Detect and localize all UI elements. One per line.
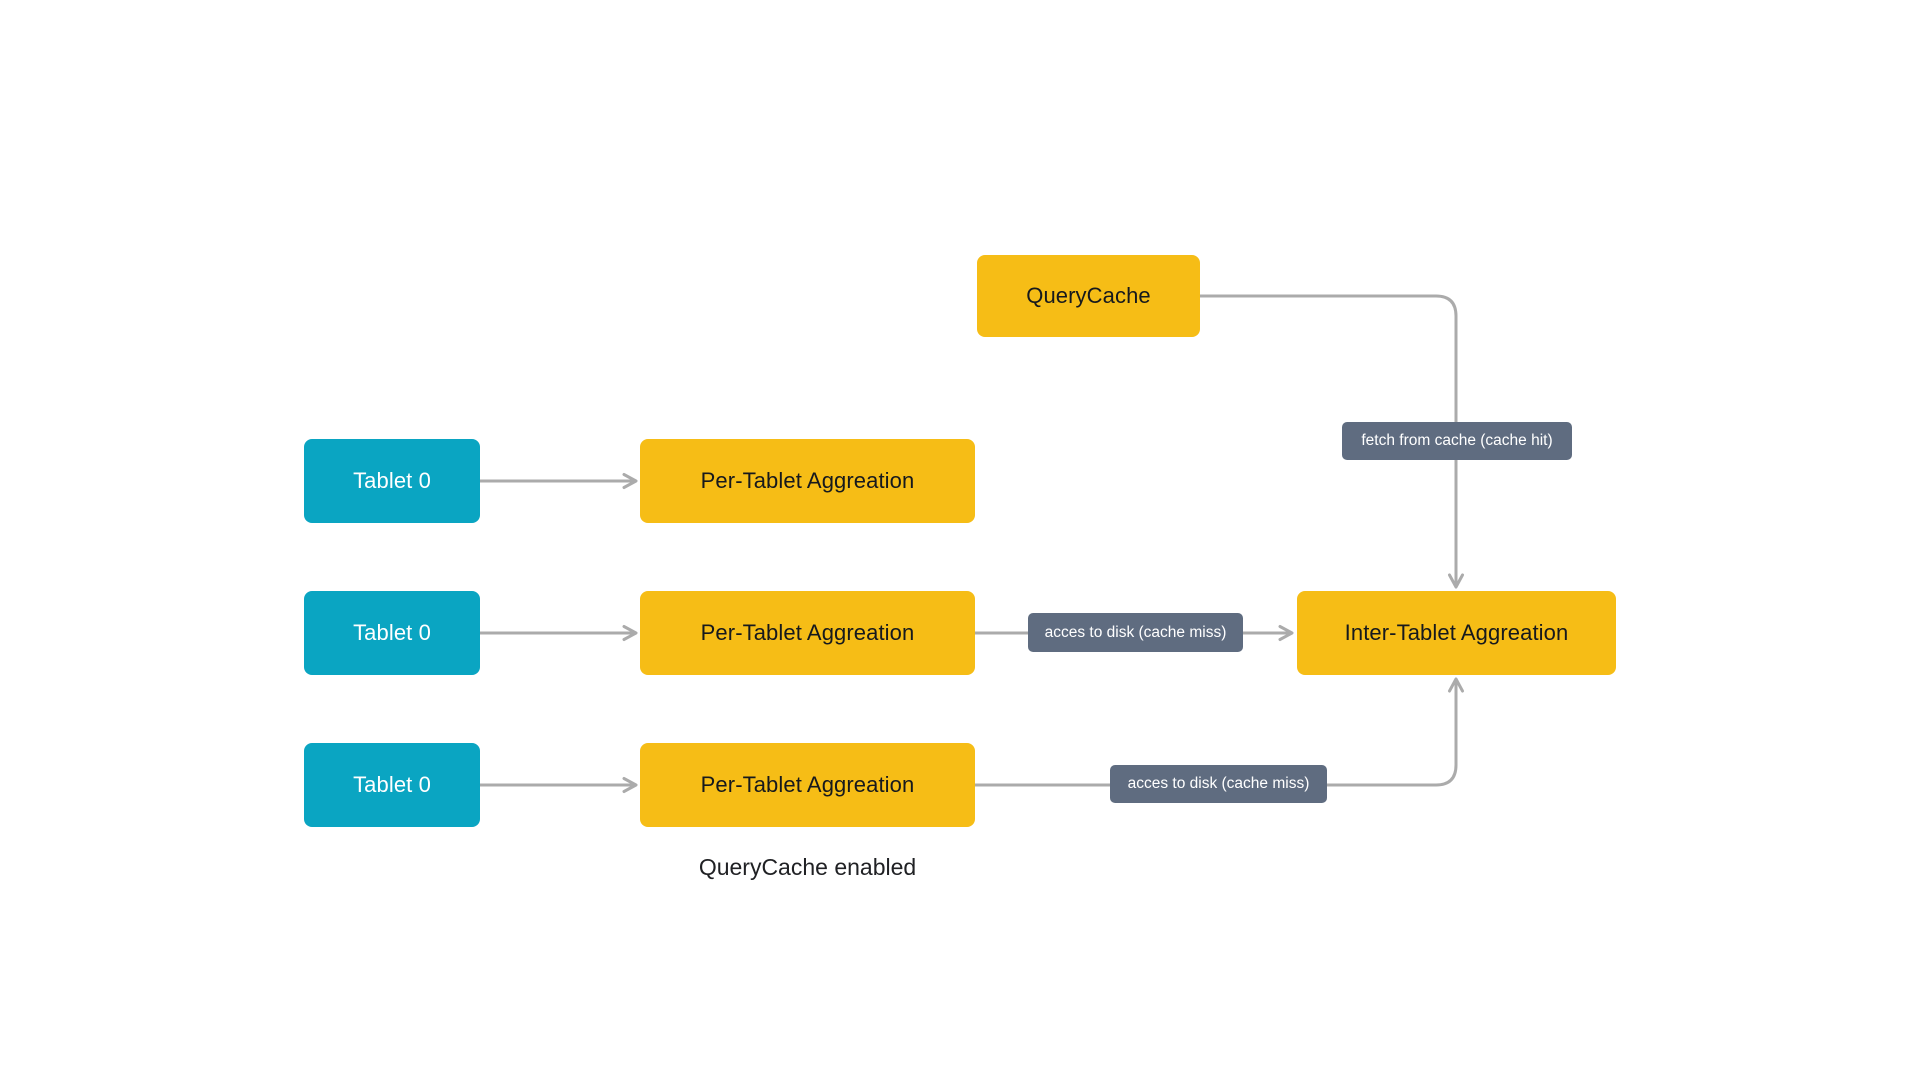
edge-label-access-to-disk-bottom: acces to disk (cache miss) <box>1110 765 1327 803</box>
edge-label-access-to-disk-mid: acces to disk (cache miss) <box>1028 613 1243 652</box>
node-label: Tablet 0 <box>353 772 431 797</box>
node-per-tablet-aggregation-row3: Per-Tablet Aggreation <box>640 743 975 827</box>
edge-pertablet3-to-intertablet <box>975 677 1464 787</box>
node-label: Per-Tablet Aggreation <box>700 620 915 645</box>
node-label: Inter-Tablet Aggreation <box>1344 620 1569 645</box>
node-inter-tablet-aggregation: Inter-Tablet Aggreation <box>1297 591 1616 675</box>
node-label: Per-Tablet Aggreation <box>700 772 915 797</box>
diagram-caption: QueryCache enabled <box>698 854 917 880</box>
node-per-tablet-aggregation-row1: Per-Tablet Aggreation <box>640 439 975 523</box>
node-tablet-0-row1: Tablet 0 <box>304 439 480 523</box>
node-tablet-0-row3: Tablet 0 <box>304 743 480 827</box>
node-label: QueryCache <box>1026 283 1151 308</box>
node-tablet-0-row2: Tablet 0 <box>304 591 480 675</box>
edge-label-fetch-from-cache: fetch from cache (cache hit) <box>1342 422 1572 460</box>
node-label: Tablet 0 <box>353 620 431 645</box>
edge-querycache-to-intertablet <box>1200 294 1464 589</box>
node-label: Tablet 0 <box>353 468 431 493</box>
node-per-tablet-aggregation-row2: Per-Tablet Aggreation <box>640 591 975 675</box>
node-querycache: QueryCache <box>977 255 1200 337</box>
node-label: Per-Tablet Aggreation <box>700 468 915 493</box>
